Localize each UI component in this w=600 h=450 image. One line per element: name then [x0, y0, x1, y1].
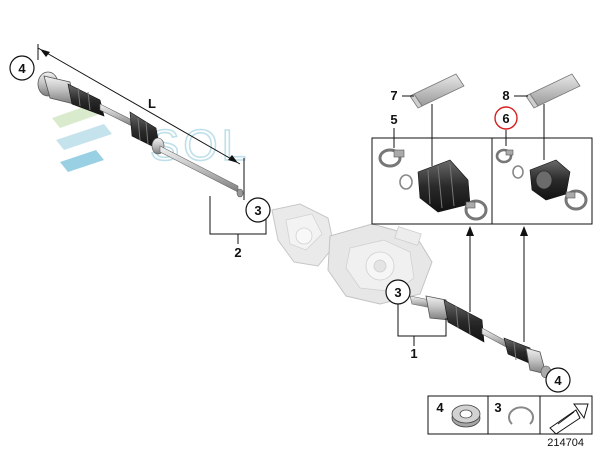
- right-inner-boot: [443, 299, 485, 343]
- callout-3-right: 3: [385, 279, 411, 305]
- left-drive-shaft: [37, 44, 267, 244]
- outer-cv-boot-icon: [417, 159, 471, 213]
- left-outer-boot: [67, 83, 105, 117]
- svg-text:4: 4: [436, 400, 444, 415]
- legend-cell-ring: 3: [494, 400, 534, 425]
- legend-cell-nut: 4: [436, 400, 481, 428]
- hose-clamp-6b-icon: [564, 189, 588, 211]
- callout-3-left: 3: [245, 197, 271, 223]
- legend-cell-label: [549, 403, 589, 435]
- circlip-6-icon: [512, 165, 524, 179]
- hose-clamp-6-icon: [495, 148, 514, 164]
- parts-legend: 4 3 214704: [427, 395, 593, 449]
- grease-tube-7-icon: [409, 73, 465, 166]
- svg-text:4: 4: [18, 61, 26, 76]
- callout-4-right: 4: [545, 367, 571, 393]
- length-dimension-line: [37, 47, 241, 165]
- svg-text:3: 3: [394, 285, 401, 300]
- length-label: L: [148, 96, 156, 111]
- outer-boot-kit-box: 7 5: [371, 73, 493, 225]
- right-drive-shaft: [397, 295, 552, 379]
- snap-ring-icon: [508, 406, 534, 425]
- callout-7: 7: [390, 88, 397, 103]
- callout-6-highlighted: 6: [494, 106, 518, 130]
- inner-boot-kit-box: 8 6: [491, 73, 593, 225]
- callout-2: 2: [234, 245, 241, 260]
- inner-cv-boot-icon: [529, 159, 571, 201]
- callout-5: 5: [390, 112, 397, 127]
- reference-arrows: [466, 226, 528, 342]
- left-inner-boot: [129, 111, 165, 155]
- hose-clamp-large-icon: [464, 199, 488, 221]
- collar-nut-icon: [451, 404, 481, 428]
- svg-text:6: 6: [502, 111, 509, 126]
- watermark-text: SOL: [150, 121, 250, 170]
- svg-text:3: 3: [494, 400, 501, 415]
- callout-8: 8: [502, 88, 509, 103]
- grease-tube-8-icon: [525, 73, 581, 160]
- svg-text:4: 4: [554, 373, 562, 388]
- callout-4-left: 4: [9, 55, 35, 81]
- diagram-number: 214704: [547, 437, 584, 449]
- label-arrow-icon: [549, 403, 589, 435]
- watermark: SOL: [52, 104, 250, 172]
- circlip-small-icon: [399, 174, 413, 190]
- svg-text:3: 3: [254, 203, 261, 218]
- callout-1: 1: [410, 346, 417, 361]
- hose-clamp-small-icon: [378, 148, 405, 168]
